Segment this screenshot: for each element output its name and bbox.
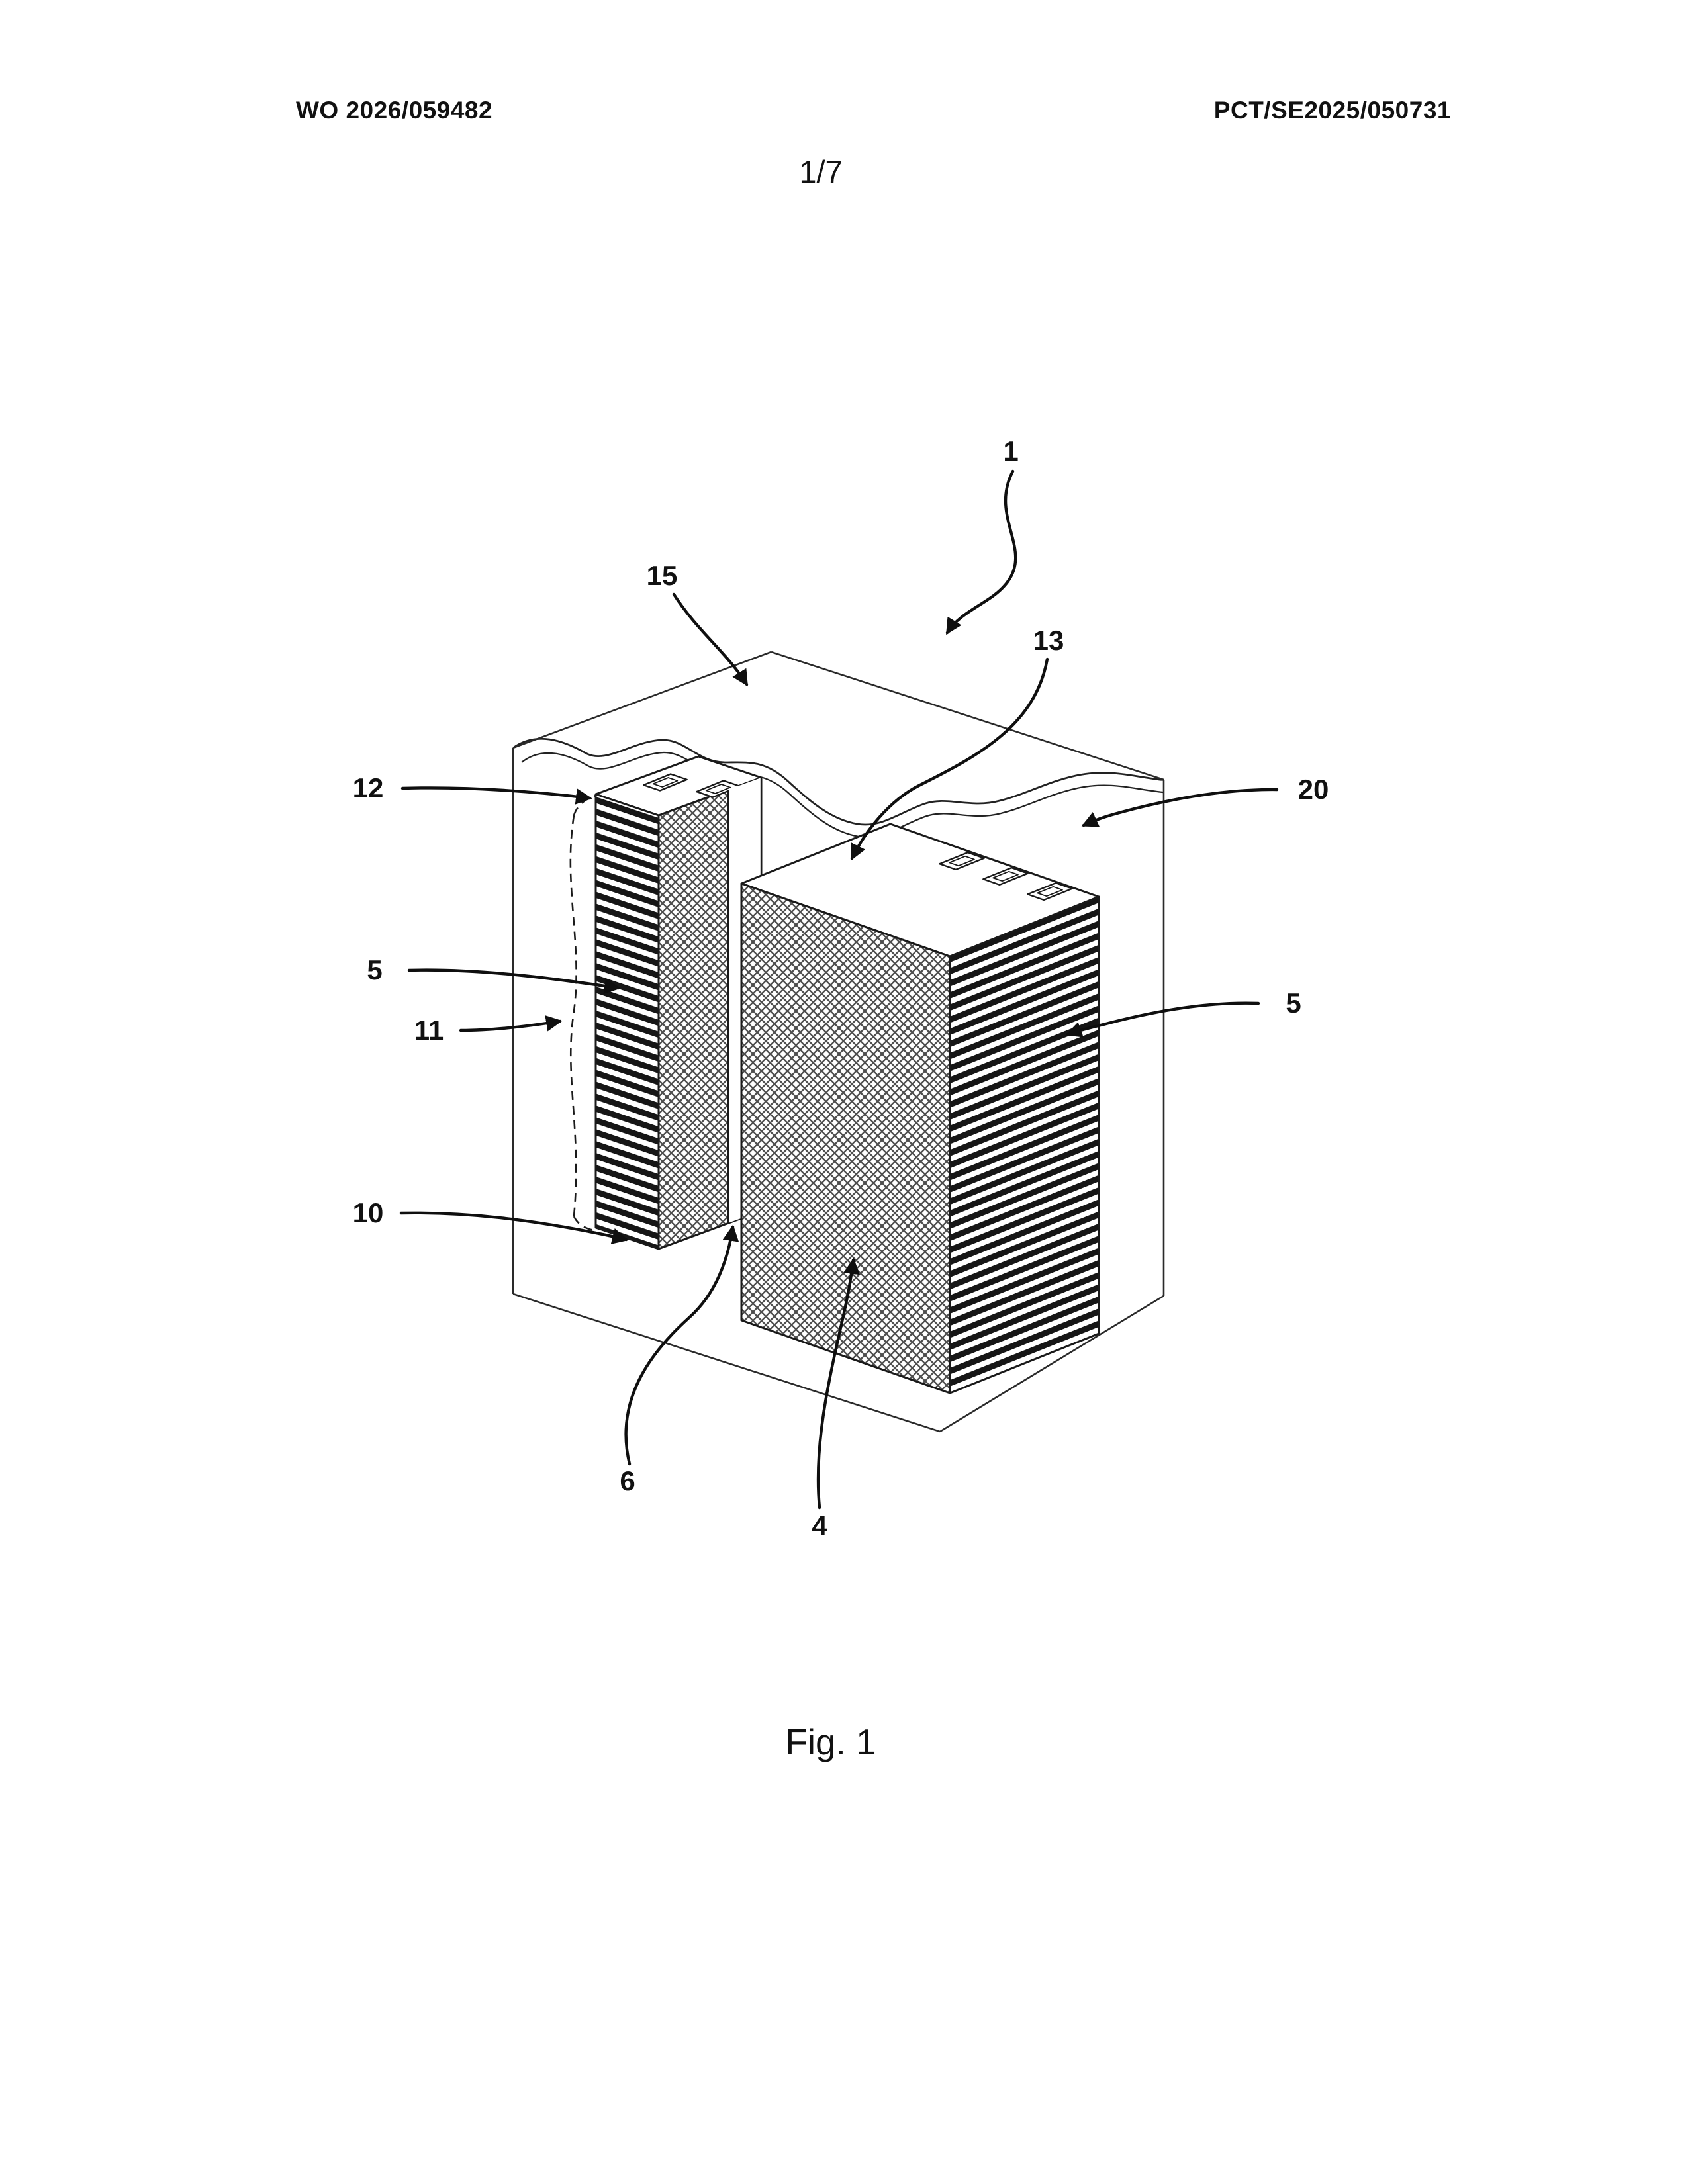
casing-bottom-left-edge [512, 1293, 941, 1433]
ref-label-4: 4 [812, 1510, 827, 1541]
ref-label-6: 6 [620, 1465, 635, 1496]
terminal-rhombus [983, 868, 1027, 885]
terminal-rhombus [696, 781, 739, 797]
casing-top-left-edge [512, 651, 772, 749]
publication-number: WO 2026/059482 [296, 97, 493, 124]
leader-5-left [407, 968, 621, 995]
leader-5-right [1065, 1001, 1260, 1038]
casing-torn-edge-outer [512, 737, 1164, 826]
leader-lines [399, 469, 1279, 1510]
leader-15 [672, 592, 749, 687]
terminal-rhombus [939, 852, 984, 870]
ref-label-11: 11 [414, 1015, 444, 1046]
casing-top-right-edge [771, 651, 1164, 781]
figure-caption: Fig. 1 [785, 1721, 876, 1762]
ref-label-20: 20 [1298, 774, 1329, 805]
left-stack-striped-face [594, 793, 660, 1250]
casing-lid-face [513, 652, 1164, 824]
electrode-fold-dashed-line [569, 794, 596, 1232]
leader-1 [945, 469, 1017, 635]
leader-20 [1081, 788, 1279, 827]
leader-11 [459, 1015, 563, 1032]
casing-bottom-right-edge [939, 1295, 1164, 1433]
leader-6 [624, 1224, 739, 1466]
right-stack-hatched-face [740, 882, 951, 1394]
leader-4 [816, 1257, 860, 1510]
ref-label-15: 15 [647, 560, 678, 591]
ref-label-13: 13 [1033, 625, 1064, 656]
application-number: PCT/SE2025/050731 [1213, 97, 1451, 124]
leader-10 [399, 1211, 629, 1244]
right-stack-striped-face [949, 895, 1100, 1394]
terminal-rhombus [1027, 883, 1072, 900]
ref-label-1: 1 [1003, 435, 1018, 467]
ref-label-5-right: 5 [1286, 987, 1301, 1019]
sheet-number: 1/7 [799, 154, 843, 189]
casing-torn-edge-inner [521, 751, 1164, 839]
leader-13 [850, 657, 1049, 861]
leader-12 [400, 786, 592, 805]
ref-label-12: 12 [353, 772, 384, 803]
ref-label-5-left: 5 [367, 954, 382, 985]
terminal-rhombus [643, 774, 686, 791]
outer-casing [512, 651, 1165, 1433]
cell-stack-right [740, 823, 1100, 1394]
ref-label-10: 10 [353, 1197, 384, 1228]
